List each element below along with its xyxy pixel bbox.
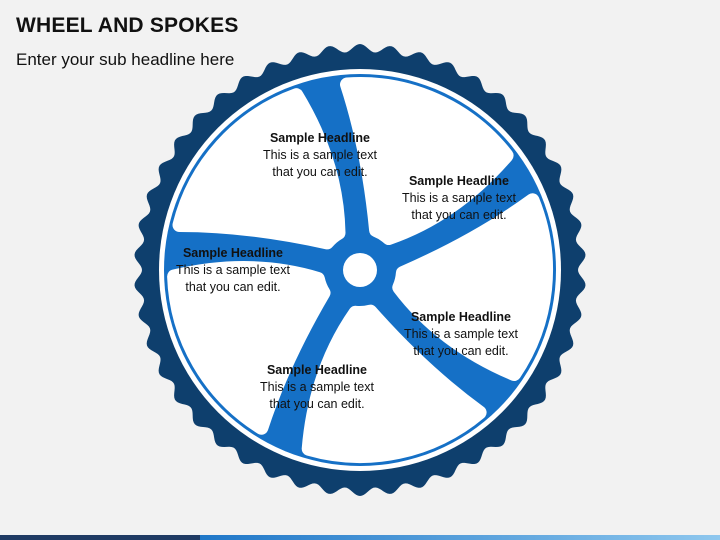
footer-bar (0, 535, 720, 540)
footer-bar-gradient (200, 535, 720, 540)
segment-body-line1: This is a sample text (176, 263, 290, 277)
segment-headline: Sample Headline (410, 310, 512, 324)
segment-body-line2: that you can edit. (272, 165, 368, 179)
segment-headline: Sample Headline (408, 174, 510, 188)
wheel-segment-5 (172, 88, 346, 250)
segment-headline: Sample Headline (269, 131, 371, 145)
page-subtitle: Enter your sub headline here (16, 50, 235, 69)
segment-headline: Sample Headline (182, 246, 284, 260)
segment-body-line2: that you can edit. (269, 397, 365, 411)
wheel-segment-1 (340, 77, 514, 245)
segment-text-top[interactable]: Sample Headline This is a sample text th… (245, 130, 395, 181)
footer-bar-dark (0, 535, 200, 540)
segment-body-line2: that you can edit. (185, 280, 281, 294)
segment-text-right-bottom[interactable]: Sample Headline This is a sample text th… (386, 309, 536, 360)
segment-body-line1: This is a sample text (260, 380, 374, 394)
segment-body-line2: that you can edit. (413, 344, 509, 358)
segment-body-line2: that you can edit. (411, 208, 507, 222)
segment-body-line1: This is a sample text (402, 191, 516, 205)
segment-body-line1: This is a sample text (404, 327, 518, 341)
page-title: WHEEL AND SPOKES (16, 14, 239, 37)
segment-text-right-top[interactable]: Sample Headline This is a sample text th… (384, 173, 534, 224)
wheel-segment-3 (301, 304, 487, 464)
segment-text-left[interactable]: Sample Headline This is a sample text th… (158, 245, 308, 296)
segment-headline: Sample Headline (266, 363, 368, 377)
segment-body-line1: This is a sample text (263, 148, 377, 162)
segment-text-bottom[interactable]: Sample Headline This is a sample text th… (242, 362, 392, 413)
wheel-hub (343, 253, 377, 287)
wheel-segment-2 (392, 193, 554, 381)
wheel-segment-4 (167, 261, 331, 435)
